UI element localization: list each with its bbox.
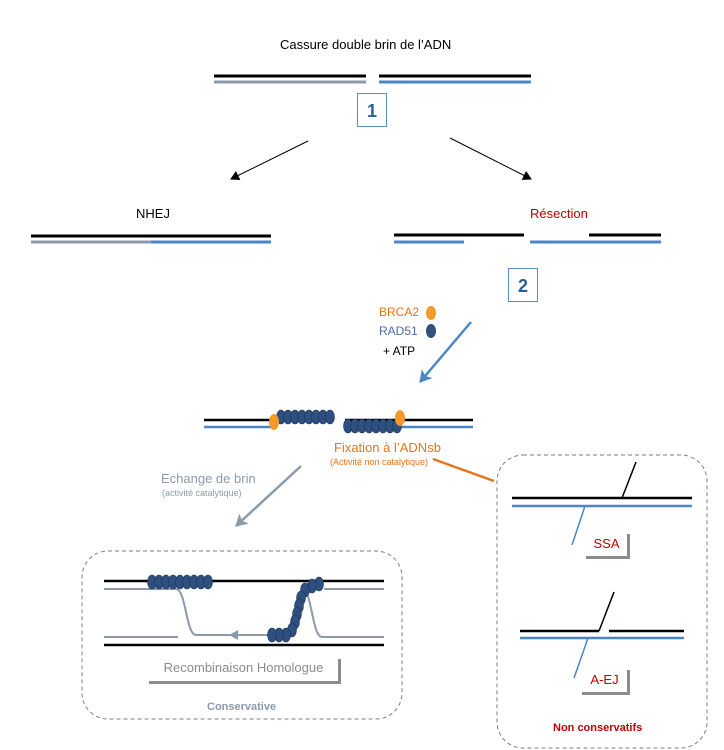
fixation-sublabel: (Activité non catalytique) [330,457,429,467]
rad51-filament-right [343,418,402,434]
resection-label: Résection [530,206,588,221]
strand-exchange-label: Echange de brin [161,471,256,486]
brca2-label: BRCA2 [379,305,420,319]
rad51-label: RAD51 [379,324,418,338]
arrow-strand-exchange [235,465,302,527]
step-2-badge: 2 [508,268,538,302]
rad51-monomer [203,574,213,590]
arrow-to-nhej [230,140,309,180]
dsb-duplex [214,74,531,84]
aej-label: A-EJ [582,670,630,695]
strand-exchange-sublabel: (activité catalytique) [162,488,242,498]
ssa-label: SSA [586,534,630,559]
orange-connector [432,457,495,483]
step-1-badge: 1 [357,93,387,127]
rad51-filament-duplex [204,418,473,429]
hr-label: Recombinaison Homologue [149,659,341,684]
resection-duplex [394,233,661,244]
nhej-label: NHEJ [136,206,170,221]
non-conservative-box [496,454,708,749]
hr-rad51-diagonal [267,576,324,643]
arrow-rad51-loading [419,321,472,383]
rad51-monomer [325,409,335,425]
hr-rad51-top [147,574,213,590]
brca2-legend-icon [426,306,436,320]
rad51-filament-left [276,409,335,425]
rad51-monomer [267,627,277,643]
arrow-to-resection [449,137,532,180]
non-conservative-label: Non conservatifs [553,722,643,734]
atp-label: + ATP [383,344,416,358]
aej-strands [520,591,684,679]
fixation-label: Fixation à l’ADNsb [334,440,441,455]
hr-strands [104,579,384,647]
brca2-left [269,414,279,430]
brca2-right [395,410,405,426]
ssa-strands [512,461,692,546]
rad51-legend-icon [426,324,436,338]
hr-box [81,550,403,720]
nhej-duplex [31,234,271,244]
conservative-label: Conservative [207,701,277,713]
page-title: Cassure double brin de l’ADN [280,37,452,52]
